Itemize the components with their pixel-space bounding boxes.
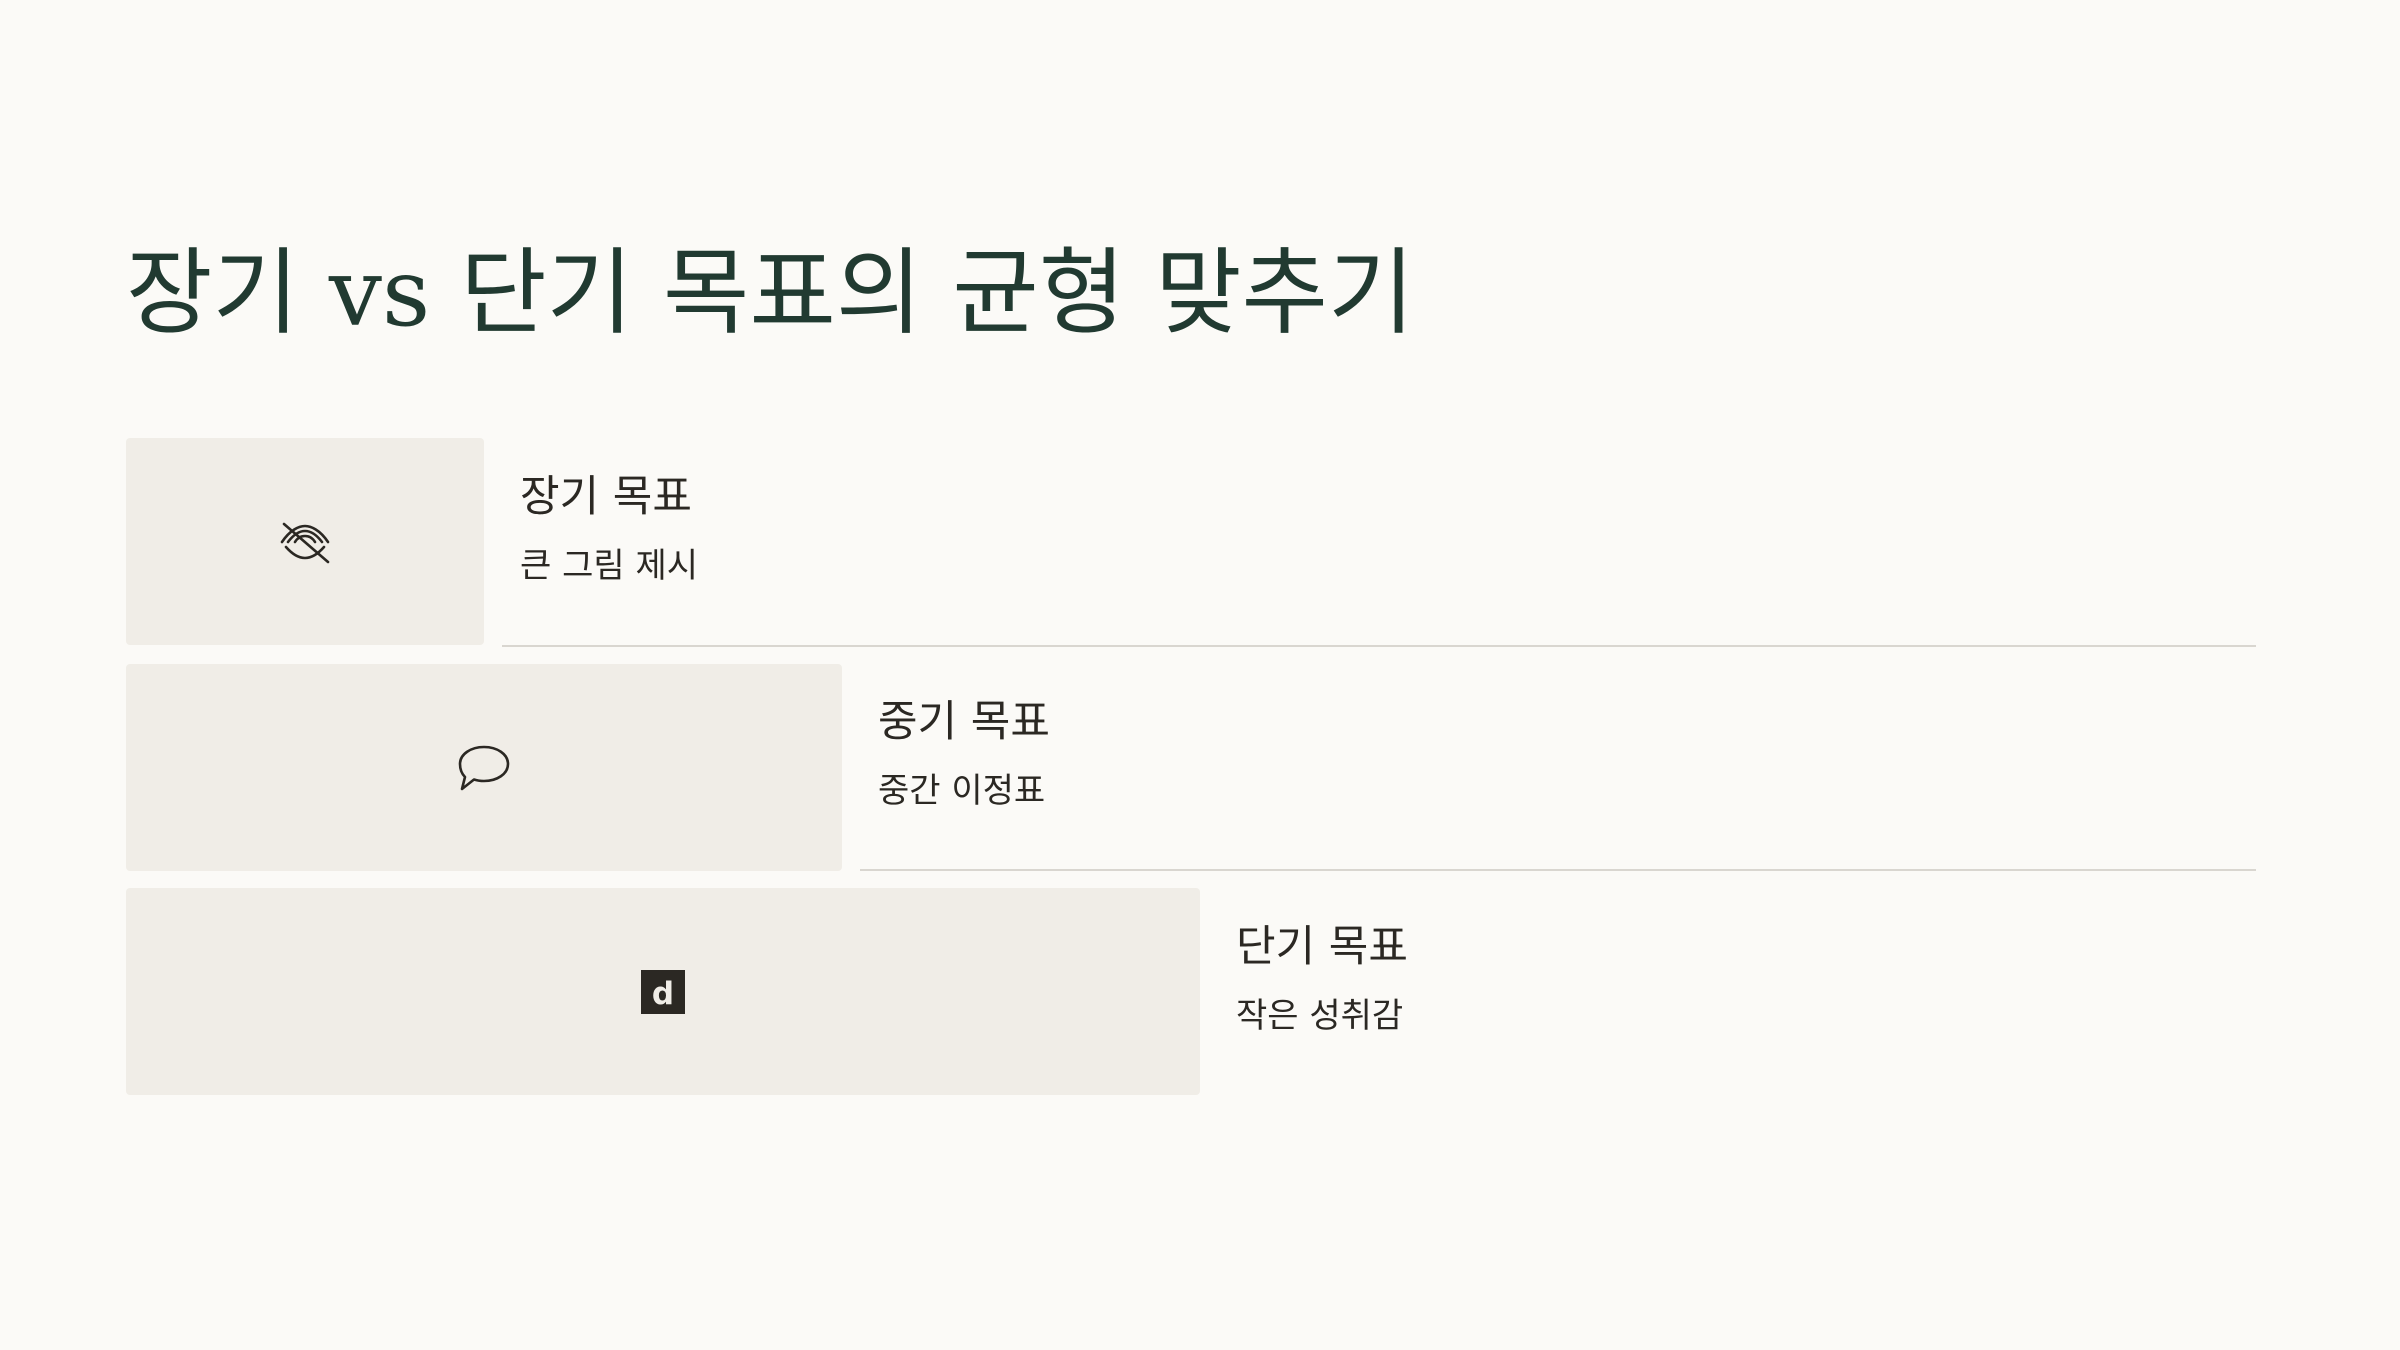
slide-title: 장기 vs 단기 목표의 균형 맞추기 <box>126 239 1415 348</box>
short-term-item: 단기 목표 작은 성취감 <box>1236 920 1408 1038</box>
short-term-bar: d <box>126 888 1200 1095</box>
mid-term-bar <box>126 664 842 871</box>
letter-d-icon: d <box>641 969 685 1014</box>
mid-term-item: 중기 목표 중간 이정표 <box>878 695 1050 813</box>
mid-term-title: 중기 목표 <box>878 697 1050 747</box>
divider <box>502 645 2256 647</box>
short-term-description: 작은 성취감 <box>1236 995 1404 1036</box>
long-term-bar <box>126 438 484 645</box>
divider <box>860 869 2256 871</box>
mid-term-description: 중간 이정표 <box>878 770 1046 811</box>
eye-slash-icon <box>278 519 332 565</box>
chat-bubble-icon <box>456 743 512 793</box>
long-term-description: 큰 그림 제시 <box>520 545 699 586</box>
short-term-title: 단기 목표 <box>1236 922 1408 972</box>
long-term-title: 장기 목표 <box>520 472 692 522</box>
long-term-item: 장기 목표 큰 그림 제시 <box>520 470 698 588</box>
